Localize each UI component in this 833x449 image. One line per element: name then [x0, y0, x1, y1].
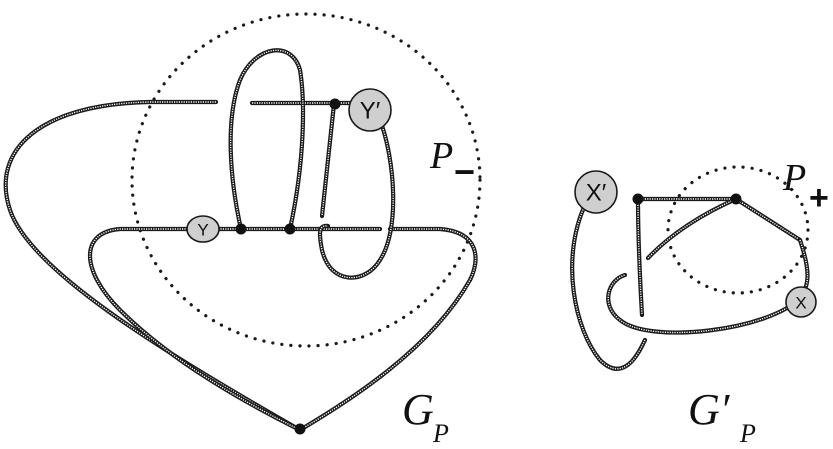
region-sign-plus: +	[809, 179, 829, 217]
node-y-prime: Y′	[348, 88, 392, 132]
node-y-label: Y	[197, 221, 208, 240]
vertex-dot	[730, 193, 742, 205]
node-x: X	[785, 286, 817, 318]
region-label-p-minus: P	[429, 135, 453, 177]
right-edges	[570, 196, 810, 371]
left-graph: Y Y′ P − G P	[3, 12, 482, 448]
vertex-dot	[235, 223, 247, 235]
vertex-dot	[632, 193, 644, 205]
boundary-circle-p-plus	[666, 165, 810, 295]
graph-label-gp-sub: P	[432, 419, 449, 448]
vertex-dot	[294, 423, 306, 435]
node-x-prime-label: X′	[586, 180, 607, 207]
boundary-circle-p-minus	[130, 12, 482, 348]
node-y: Y	[186, 215, 220, 243]
graph-label-gp: G	[402, 385, 434, 434]
node-x-prime: X′	[574, 170, 618, 214]
vertex-dot	[284, 223, 296, 235]
vertex-dot	[329, 98, 341, 110]
node-x-label: X	[795, 294, 806, 313]
region-label-p-plus: P	[782, 157, 806, 199]
left-edges	[3, 48, 478, 433]
region-sign-minus: −	[454, 151, 475, 192]
graph-label-gp-prime: G′	[688, 385, 731, 434]
graph-label-gp-prime-sub: P	[739, 419, 756, 448]
node-y-prime-label: Y′	[360, 98, 381, 125]
right-graph: X′ X P + G′ P	[570, 157, 829, 448]
